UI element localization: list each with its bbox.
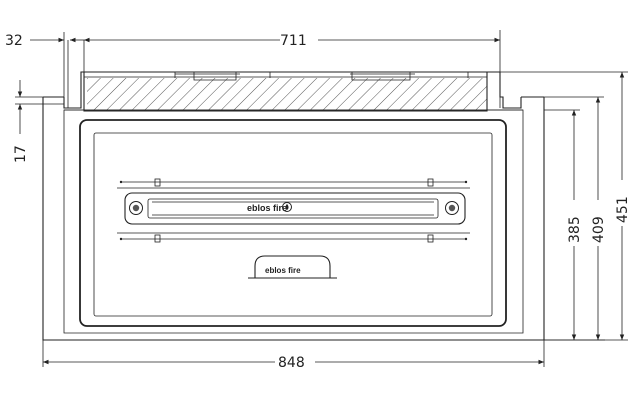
burner-logo-text: eblos fire bbox=[247, 203, 287, 213]
dimension-451-label: 451 bbox=[615, 196, 631, 223]
dimension-711-label: 711 bbox=[280, 33, 307, 49]
dimension-32-label: 32 bbox=[5, 33, 23, 49]
burner-assembly: eblos fire bbox=[117, 178, 470, 243]
burner-logo: eblos fire bbox=[247, 202, 292, 213]
fireplace-body bbox=[42, 96, 545, 341]
dimension-385-label: 385 bbox=[567, 216, 583, 243]
dimension-409-label: 409 bbox=[591, 216, 607, 243]
dimension-848-label: 848 bbox=[278, 355, 305, 371]
glass-front-panel bbox=[79, 119, 507, 327]
dimension-17: 17 bbox=[13, 80, 64, 163]
upper-rail bbox=[117, 178, 470, 189]
dimension-711: 711 bbox=[83, 30, 501, 72]
flame-icon bbox=[282, 202, 292, 212]
dimension-409: 409 bbox=[544, 96, 607, 340]
brand-badge: eblos fire bbox=[248, 255, 337, 279]
right-knob bbox=[445, 201, 459, 215]
left-knob bbox=[129, 201, 143, 215]
burner-tray: eblos fire bbox=[124, 192, 466, 225]
lower-rail bbox=[117, 232, 470, 243]
dimension-17-label: 17 bbox=[13, 145, 29, 163]
dimension-32: 32 bbox=[5, 32, 84, 97]
dimension-451: 451 bbox=[500, 71, 631, 341]
dimension-848: 848 bbox=[42, 340, 545, 371]
top-frame-section bbox=[63, 40, 522, 112]
badge-logo-text: eblos fire bbox=[265, 266, 301, 275]
